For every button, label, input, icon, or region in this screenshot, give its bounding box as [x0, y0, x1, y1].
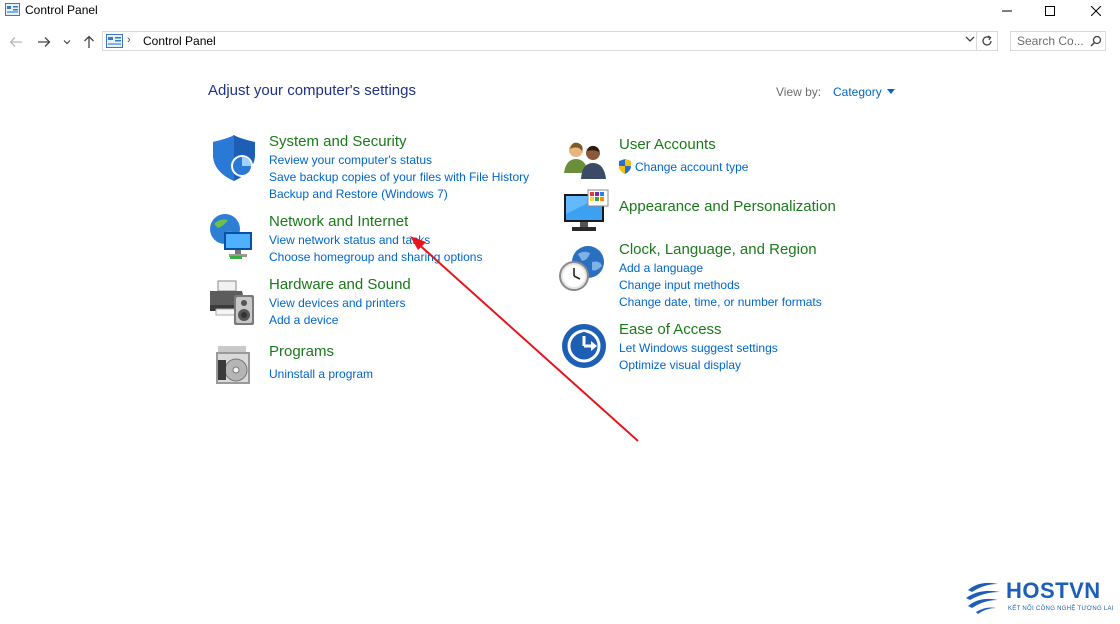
recent-locations-button[interactable] [61, 34, 73, 50]
arrow-right-icon [38, 37, 51, 47]
breadcrumb-separator[interactable]: › [127, 34, 131, 46]
forward-button[interactable] [36, 34, 52, 50]
category-ease-of-access: Ease of Access Let Windows suggest setti… [558, 320, 888, 375]
ease-of-access-icon [562, 324, 606, 368]
search-icon[interactable] [1090, 35, 1102, 47]
close-button[interactable] [1073, 0, 1119, 22]
category-title-programs[interactable]: Programs [269, 343, 335, 360]
page-title: Adjust your computer's settings [208, 82, 416, 99]
printer-speaker-icon [210, 280, 254, 325]
title-bar: Control Panel [0, 0, 1120, 22]
category-user-accounts: User Accounts Change account type [558, 135, 888, 180]
link-view-network-status[interactable]: View network status and tasks [269, 233, 431, 247]
link-uninstall-program[interactable]: Uninstall a program [269, 367, 374, 381]
link-view-devices-and-printers[interactable]: View devices and printers [269, 296, 406, 310]
hostvn-logo-icon [966, 582, 1000, 614]
caret-down-icon [886, 89, 895, 94]
link-backup-and-restore[interactable]: Backup and Restore (Windows 7) [269, 187, 448, 201]
category-hardware-and-sound: Hardware and Sound View devices and prin… [208, 275, 538, 330]
maximize-button[interactable] [1027, 0, 1073, 22]
up-button[interactable] [81, 34, 97, 50]
search-box[interactable] [1010, 31, 1106, 51]
navigation-bar: › Control Panel [0, 28, 1120, 56]
minimize-button[interactable] [984, 0, 1030, 22]
uac-shield-icon [619, 159, 631, 174]
category-title-user-accounts[interactable]: User Accounts [619, 136, 716, 153]
chevron-down-icon[interactable] [965, 35, 975, 43]
clock-globe-icon [559, 246, 604, 291]
category-title-hardware-and-sound[interactable]: Hardware and Sound [269, 276, 411, 293]
link-optimize-visual-display[interactable]: Optimize visual display [619, 358, 742, 372]
monitor-palette-icon [564, 189, 609, 231]
chevron-down-icon [63, 40, 71, 45]
search-input[interactable] [1011, 32, 1087, 50]
close-icon [1091, 6, 1101, 16]
minimize-icon [1002, 10, 1012, 12]
category-title-network-and-internet[interactable]: Network and Internet [269, 213, 409, 230]
category-system-and-security: System and Security Review your computer… [208, 132, 538, 202]
hostvn-watermark: HOSTVN KẾT NỐI CÔNG NGHỆ TƯƠNG LAI [964, 578, 1114, 620]
link-change-input-methods[interactable]: Change input methods [619, 278, 740, 292]
link-save-backup-copies[interactable]: Save backup copies of your files with Fi… [269, 170, 530, 184]
link-add-language[interactable]: Add a language [619, 261, 704, 275]
maximize-icon [1045, 6, 1055, 16]
control-panel-icon [5, 3, 20, 16]
category-programs: Programs Uninstall a program [208, 342, 538, 387]
arrow-up-icon [84, 35, 94, 48]
link-let-windows-suggest-settings[interactable]: Let Windows suggest settings [619, 341, 778, 355]
annotation-arrow [410, 236, 639, 442]
category-network-and-internet: Network and Internet View network status… [208, 212, 538, 267]
link-add-device[interactable]: Add a device [269, 313, 339, 327]
shield-icon [213, 135, 255, 181]
window-title: Control Panel [25, 3, 98, 17]
users-icon [564, 142, 606, 179]
network-globe-icon [210, 214, 252, 259]
link-change-account-type[interactable]: Change account type [635, 160, 749, 174]
breadcrumb-control-panel[interactable]: Control Panel [143, 34, 216, 48]
view-by-value: Category [833, 85, 882, 99]
refresh-icon [982, 35, 992, 46]
category-title-appearance-and-personalization[interactable]: Appearance and Personalization [619, 198, 836, 215]
view-by-label: View by: [776, 85, 822, 99]
link-change-date-time-formats[interactable]: Change date, time, or number formats [619, 295, 822, 309]
category-clock-language-region: Clock, Language, and Region Add a langua… [558, 240, 888, 312]
watermark-tagline: KẾT NỐI CÔNG NGHỆ TƯƠNG LAI [1008, 606, 1114, 612]
programs-disc-icon [216, 346, 250, 384]
category-appearance-and-personalization: Appearance and Personalization [558, 187, 888, 235]
category-title-clock-language-region[interactable]: Clock, Language, and Region [619, 241, 817, 258]
category-title-system-and-security[interactable]: System and Security [269, 133, 407, 150]
view-by-dropdown[interactable]: Category [833, 85, 895, 99]
address-bar[interactable]: › Control Panel [102, 31, 998, 51]
watermark-brand: HOSTVN [1006, 578, 1101, 603]
refresh-button[interactable] [976, 32, 997, 50]
link-review-computer-status[interactable]: Review your computer's status [269, 153, 433, 167]
category-title-ease-of-access[interactable]: Ease of Access [619, 321, 722, 338]
arrow-left-icon [9, 37, 22, 47]
back-button[interactable] [8, 34, 24, 50]
control-panel-icon [106, 34, 123, 48]
